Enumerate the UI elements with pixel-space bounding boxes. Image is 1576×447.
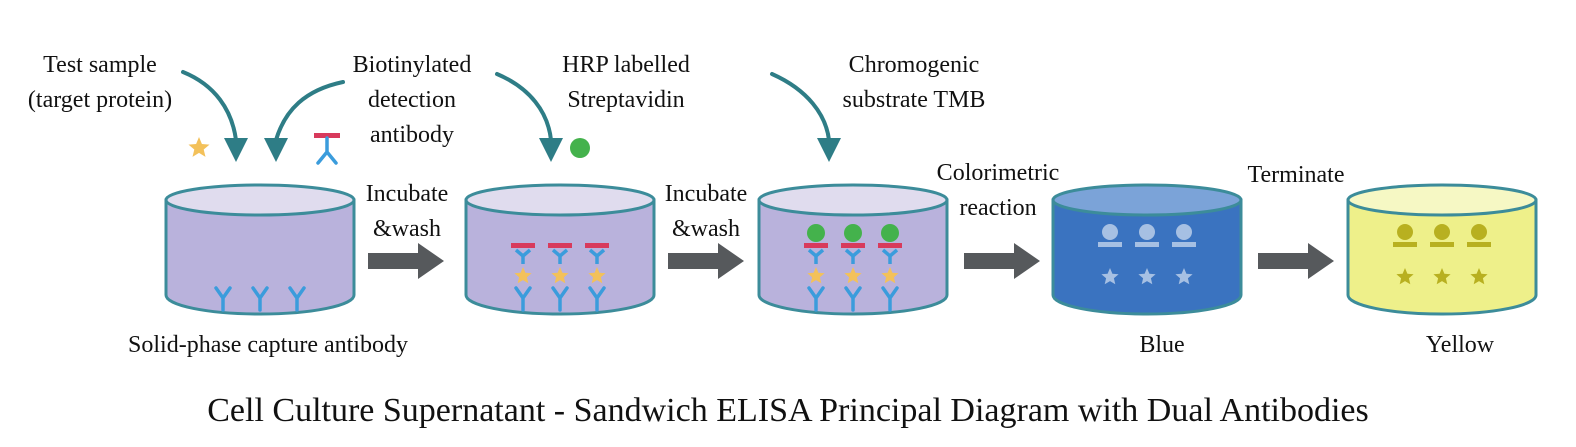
signal-bar-icon bbox=[1135, 242, 1159, 247]
step-arrow-icon-2 bbox=[668, 243, 744, 279]
well-2 bbox=[464, 183, 656, 316]
curved-arrow-2 bbox=[274, 80, 345, 142]
label-step-incubate-wash-2: Incubate&wash bbox=[664, 181, 748, 242]
signal-star-icon bbox=[1470, 268, 1488, 285]
label-test-sample: Test sample(target protein) bbox=[27, 52, 173, 113]
biotin-bar-icon bbox=[548, 243, 572, 248]
antibody-icon bbox=[316, 136, 338, 165]
signal-dot-icon bbox=[1176, 224, 1192, 240]
signal-dot-icon bbox=[1434, 224, 1450, 240]
diagram-caption: Cell Culture Supernatant - Sandwich ELIS… bbox=[207, 392, 1369, 429]
biotin-bar-icon bbox=[511, 243, 535, 248]
signal-star-icon bbox=[1396, 268, 1414, 285]
target-protein-star-icon bbox=[881, 267, 899, 284]
well-3 bbox=[757, 183, 949, 316]
signal-star-icon bbox=[1138, 268, 1156, 285]
signal-dot-icon bbox=[1471, 224, 1487, 240]
star-icon bbox=[188, 137, 210, 157]
hrp-streptavidin-dot-icon bbox=[807, 224, 825, 242]
well-top bbox=[1346, 183, 1538, 217]
detection-antibody-icon bbox=[551, 248, 569, 264]
signal-bar-icon bbox=[1393, 242, 1417, 247]
arrowhead-icon bbox=[264, 138, 288, 162]
target-protein-star-icon bbox=[551, 267, 569, 284]
signal-bar-icon bbox=[1430, 242, 1454, 247]
curved-arrow-1 bbox=[181, 70, 238, 142]
detection-antibody-icon bbox=[881, 248, 899, 264]
label-solid-phase-capture-antibody: Solid-phase capture antibody bbox=[128, 332, 408, 358]
biotin-bar-icon bbox=[804, 243, 828, 248]
well-5 bbox=[1346, 183, 1538, 316]
signal-star-icon bbox=[1433, 268, 1451, 285]
green-dot-icon bbox=[570, 138, 590, 158]
target-protein-star-icon bbox=[514, 267, 532, 284]
signal-bar-icon bbox=[1467, 242, 1491, 247]
signal-star-icon bbox=[1101, 268, 1119, 285]
biotin-bar-icon bbox=[585, 243, 609, 248]
step-arrow-icon-3 bbox=[964, 243, 1040, 279]
step-arrow-icon-1 bbox=[368, 243, 444, 279]
detection-antibody-icon bbox=[514, 248, 532, 264]
curved-arrow-3 bbox=[495, 72, 553, 142]
step-arrow-icon-4 bbox=[1258, 243, 1334, 279]
signal-dot-icon bbox=[1397, 224, 1413, 240]
signal-star-icon bbox=[1175, 268, 1193, 285]
hrp-streptavidin-dot-icon bbox=[844, 224, 862, 242]
biotin-bar-icon bbox=[841, 243, 865, 248]
target-protein-star-icon bbox=[844, 267, 862, 284]
signal-dot-icon bbox=[1102, 224, 1118, 240]
signal-dot-icon bbox=[1139, 224, 1155, 240]
label-step-incubate-wash-1: Incubate&wash bbox=[365, 181, 449, 242]
well-body bbox=[1051, 198, 1243, 316]
detection-antibody-icon bbox=[844, 248, 862, 264]
well-body bbox=[164, 198, 356, 316]
label-blue: Blue bbox=[1139, 332, 1185, 358]
detection-antibody-icon bbox=[588, 248, 606, 264]
arrowhead-icon bbox=[224, 138, 248, 162]
arrowhead-icon bbox=[817, 138, 841, 162]
target-protein-star-icon bbox=[807, 267, 825, 284]
reagent-arrows bbox=[181, 70, 841, 162]
well-top bbox=[164, 183, 356, 217]
signal-bar-icon bbox=[1098, 242, 1122, 247]
signal-bar-icon bbox=[1172, 242, 1196, 247]
biotin-bar-icon bbox=[314, 133, 340, 138]
arrowhead-icon bbox=[539, 138, 563, 162]
detection-antibody-icon bbox=[807, 248, 825, 264]
well-top bbox=[757, 183, 949, 217]
well-body bbox=[1346, 198, 1538, 316]
curved-arrow-4 bbox=[770, 72, 831, 142]
step-arrows bbox=[368, 243, 1334, 279]
biotin-bar-icon bbox=[878, 243, 902, 248]
well-top bbox=[464, 183, 656, 217]
well-1 bbox=[164, 183, 356, 316]
hrp-streptavidin-dot-icon bbox=[881, 224, 899, 242]
well-top bbox=[1051, 183, 1243, 217]
reagent-icons bbox=[188, 133, 590, 165]
target-protein-star-icon bbox=[588, 267, 606, 284]
wells bbox=[164, 183, 1538, 316]
label-yellow: Yellow bbox=[1425, 332, 1495, 358]
well-4 bbox=[1051, 183, 1243, 316]
label-step-terminate: Terminate bbox=[1247, 162, 1345, 188]
